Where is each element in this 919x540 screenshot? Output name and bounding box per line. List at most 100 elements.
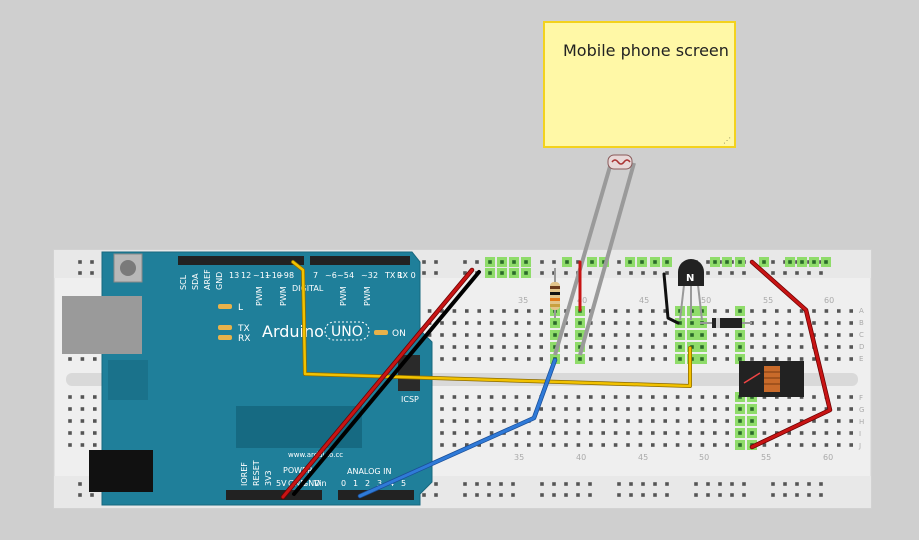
breadboard-hole xyxy=(514,321,519,325)
breadboard-hole xyxy=(812,309,816,313)
breadboard-hole xyxy=(750,431,754,435)
breadboard-hole xyxy=(849,309,853,313)
pin-label: 4 xyxy=(349,271,354,280)
diode-body xyxy=(712,318,742,328)
sticky-note[interactable]: Mobile phone screen ⋰ xyxy=(543,21,736,148)
breadboard-hole xyxy=(663,395,667,399)
digital-header-right xyxy=(310,256,410,265)
breadboard-hole xyxy=(551,395,556,399)
breadboard-hole xyxy=(463,260,467,264)
breadboard-hole xyxy=(713,357,717,361)
breadboard-hole xyxy=(651,345,655,349)
breadboard-hole xyxy=(440,333,444,337)
col-number-bottom: 50 xyxy=(699,453,709,462)
breadboard-hole xyxy=(762,321,767,325)
breadboard-hole xyxy=(489,443,494,447)
power-pin-label: 5V xyxy=(276,479,287,488)
breadboard-hole xyxy=(576,260,580,264)
breadboard-hole xyxy=(665,482,669,486)
breadboard-hole xyxy=(694,482,698,486)
breadboard-hole xyxy=(477,321,481,325)
breadboard-hole xyxy=(713,260,717,264)
row-letter: A xyxy=(859,307,864,315)
breadboard-hole xyxy=(750,357,754,361)
breadboard-hole xyxy=(590,260,594,264)
breadboard-hole xyxy=(812,419,816,423)
breadboard-hole xyxy=(477,407,481,411)
breadboard-hole xyxy=(775,443,779,447)
black-jumper xyxy=(662,272,680,325)
breadboard-hole xyxy=(638,395,643,399)
breadboard-hole xyxy=(539,321,543,325)
breadboard-hole xyxy=(80,407,85,411)
breadboard-hole xyxy=(601,395,605,399)
breadboard-hole xyxy=(502,395,506,399)
breadboard-hole xyxy=(819,493,823,497)
breadboard-hole xyxy=(613,419,618,423)
pin-label: 13 xyxy=(229,271,239,280)
col-number-bottom: 60 xyxy=(823,453,833,462)
breadboard-hole xyxy=(775,333,779,337)
breadboard-hole xyxy=(552,493,556,497)
breadboard-hole xyxy=(700,345,704,349)
breadboard-hole xyxy=(578,321,582,325)
breadboard-hole xyxy=(452,321,457,325)
breadboard-hole xyxy=(824,407,829,411)
breadboard-hole xyxy=(771,260,775,264)
breadboard-hole xyxy=(762,345,767,349)
breadboard-hole xyxy=(617,482,621,486)
blue-wire xyxy=(358,358,557,498)
breadboard-hole xyxy=(626,395,630,399)
pwm-label: PWM xyxy=(279,286,288,306)
breadboard-hole xyxy=(742,493,746,497)
breadboard-hole xyxy=(788,260,792,264)
breadboard-hole xyxy=(795,493,799,497)
power-pin-label: 3V3 xyxy=(264,470,273,486)
breadboard-hole xyxy=(601,333,605,337)
breadboard-hole xyxy=(553,333,557,337)
breadboard-hole xyxy=(626,419,630,423)
breadboard-hole xyxy=(663,407,667,411)
breadboard-hole xyxy=(527,357,531,361)
digital-header-left xyxy=(178,256,304,265)
breadboard-hole xyxy=(489,407,494,411)
breadboard-hole xyxy=(422,271,426,275)
pin-label: TX 1 xyxy=(384,271,403,280)
breadboard-hole xyxy=(678,345,682,349)
breadboard-hole xyxy=(589,443,593,447)
breadboard-hole xyxy=(564,357,568,361)
breadboard-hole xyxy=(487,482,491,486)
breadboard-hole xyxy=(783,482,787,486)
breadboard-hole xyxy=(68,419,72,423)
breadboard-hole xyxy=(68,357,72,361)
pin-label: 8 xyxy=(289,271,294,280)
breadboard-hole xyxy=(489,419,494,423)
power-pin-labels: IOREF RESET 3V3 5V GND GND Vin xyxy=(240,460,327,488)
breadboard-hole xyxy=(626,357,630,361)
breadboard-hole xyxy=(434,260,438,264)
breadboard-hole xyxy=(665,260,669,264)
transistor-lead xyxy=(697,284,703,321)
breadboard-hole xyxy=(589,419,593,423)
breadboard-hole xyxy=(465,431,469,435)
breadboard-hole xyxy=(718,482,722,486)
breadboard-hole xyxy=(465,357,469,361)
breadboard-hole xyxy=(452,333,457,337)
breadboard-hole xyxy=(551,443,556,447)
breadboard-hole xyxy=(511,493,515,497)
led-rx xyxy=(218,335,232,340)
resize-grip-icon[interactable]: ⋰ xyxy=(723,136,731,145)
breadboard-hole xyxy=(576,395,581,399)
breadboard-hole xyxy=(440,321,444,325)
breadboard-hole xyxy=(514,345,519,349)
breadboard-hole xyxy=(762,357,767,361)
breadboard-hole xyxy=(651,419,655,423)
breadboard-hole xyxy=(601,321,605,325)
breadboard-hole xyxy=(601,431,605,435)
breadboard-hole xyxy=(750,309,754,313)
breadboard-hole xyxy=(463,271,467,275)
breadboard-hole xyxy=(738,407,742,411)
breadboard-hole xyxy=(613,345,618,349)
digital-label: DIGITAL xyxy=(292,284,324,293)
breadboard-hole xyxy=(629,482,633,486)
